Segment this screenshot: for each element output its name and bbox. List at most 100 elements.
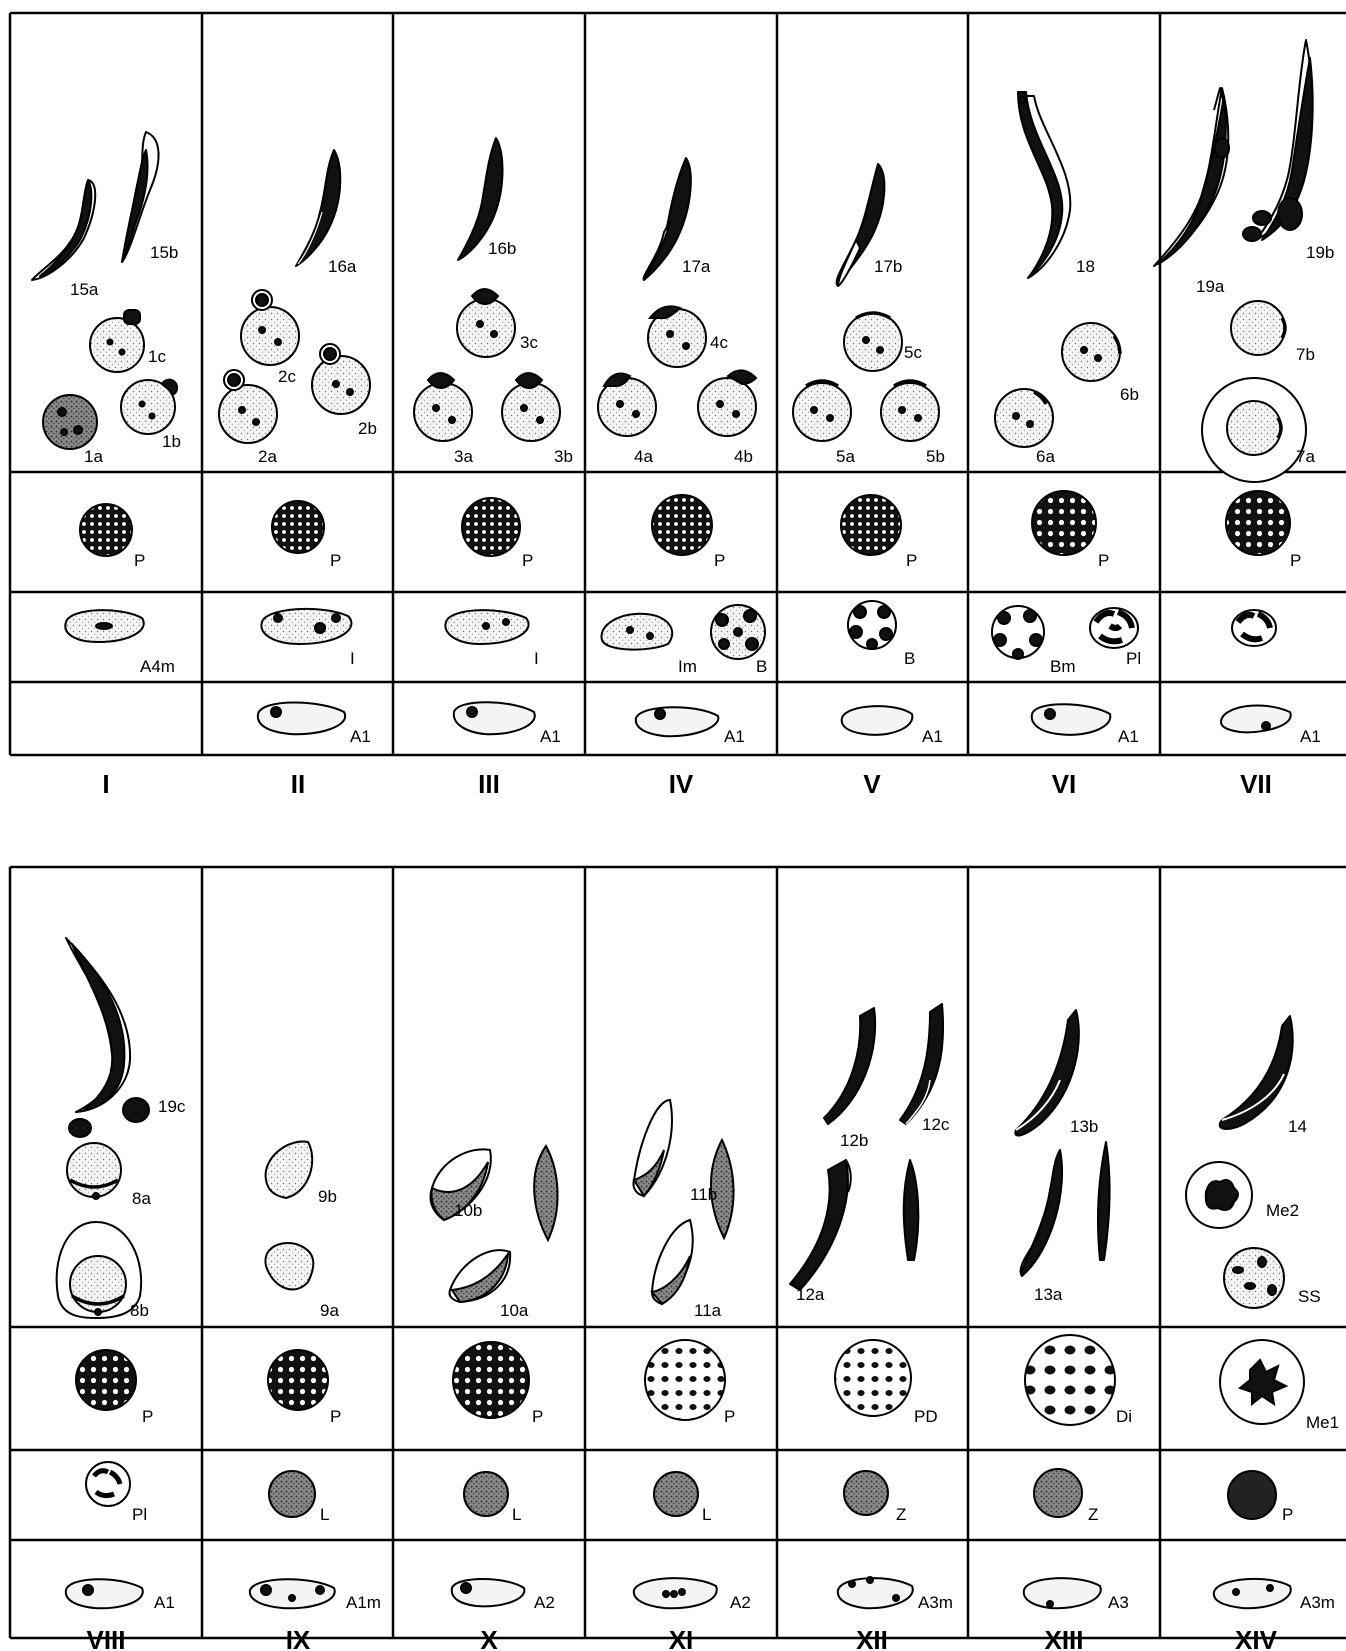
cell-label: SS (1298, 1287, 1321, 1306)
cell-label: 12c (922, 1115, 950, 1134)
spermatogonia-A3m-XIV-icon (1214, 1579, 1291, 1608)
spermatogonia-A1-III-icon (454, 702, 535, 734)
stage-label: XIV (1235, 1625, 1278, 1651)
pachytene-V-icon (841, 495, 901, 555)
cell-label: 16a (328, 257, 357, 276)
cell-label: A3 (1108, 1593, 1129, 1612)
cell-label: 19a (1196, 277, 1225, 296)
cell-label: 18 (1076, 257, 1095, 276)
spermatogonia-A4m-icon (65, 610, 143, 642)
spermatid-12c-icon (900, 1004, 943, 1124)
cell-6b-icon (1062, 323, 1120, 381)
pachytene-I-icon (80, 504, 132, 556)
cell-label: P (142, 1407, 153, 1426)
stage-label: I (102, 769, 109, 799)
top-row3-spermatogonia (65, 601, 1276, 659)
cell-label: P (330, 551, 341, 570)
cell-label: A1 (724, 727, 745, 746)
cell-1a-icon (43, 395, 97, 449)
cell-7a-icon (1202, 378, 1306, 482)
top-stage-numerals: I II III IV V VI VII (102, 769, 1272, 799)
spermatogonia-A1-VI-icon (1032, 704, 1111, 735)
stage-label: VIII (86, 1625, 125, 1651)
cell-label: A2 (534, 1593, 555, 1612)
cell-label: 6b (1120, 385, 1139, 404)
cell-label: A2 (730, 1593, 751, 1612)
cell-label: P (522, 551, 533, 570)
cell-label: 15b (150, 243, 178, 262)
cell-1c-icon (90, 310, 144, 372)
cell-label: 3a (454, 447, 473, 466)
cell-label: Bm (1050, 657, 1076, 676)
cell-10-spindle-icon (534, 1146, 557, 1240)
spermatocyte-Pl-VI-icon (1090, 608, 1138, 648)
spermatid-19b-icon (1243, 40, 1313, 241)
cell-label: Me1 (1306, 1413, 1339, 1432)
cell-label: 15a (70, 280, 99, 299)
pachytene-II-icon (272, 501, 324, 553)
cell-label: 19c (158, 1097, 186, 1116)
cell-6a-icon (995, 389, 1053, 447)
cell-label: 9b (318, 1187, 337, 1206)
cell-7b-icon (1231, 301, 1285, 355)
cell-label: Pl (132, 1505, 147, 1524)
cell-label: A4m (140, 657, 175, 676)
cell-1b-icon (121, 380, 177, 434)
cell-label: 17b (874, 257, 902, 276)
cell-label: P (1282, 1505, 1293, 1524)
spermatogonia-B-IV-icon (711, 605, 765, 659)
cell-label: 7b (1296, 345, 1315, 364)
cell-9a-icon (265, 1243, 313, 1289)
pachytene-XI-icon (645, 1340, 725, 1420)
cell-label: 10a (500, 1301, 529, 1320)
cell-label: 1c (148, 347, 166, 366)
cell-3a-icon (414, 373, 472, 441)
cell-2a-icon (219, 370, 277, 443)
cell-4c-icon (648, 306, 706, 367)
cell-label: 8a (132, 1189, 151, 1208)
cell-label: P (906, 551, 917, 570)
preleptotene-VIII-icon (86, 1462, 130, 1506)
cell-11a-icon (652, 1220, 693, 1304)
cell-label: 4a (634, 447, 653, 466)
stage-label: IX (286, 1625, 311, 1651)
cell-label: 3c (520, 333, 538, 352)
cell-label: P (532, 1407, 543, 1426)
cell-Me2-icon (1186, 1162, 1252, 1228)
stage-label: XIII (1044, 1625, 1083, 1651)
pachytene-PD-XII-icon (835, 1340, 911, 1416)
stage-label: XI (669, 1625, 694, 1651)
cell-label: 7a (1296, 447, 1315, 466)
cell-SS-icon (1224, 1248, 1284, 1308)
spermatid-12b-icon (824, 1008, 875, 1124)
cell-label: Im (678, 657, 697, 676)
stage-label: VII (1240, 769, 1272, 799)
spermatogonia-A2-X-icon (452, 1579, 525, 1606)
stage-label: X (480, 1625, 498, 1651)
leptotene-XI-icon (654, 1472, 698, 1516)
cell-label: 2c (278, 367, 296, 386)
cell-3b-icon (502, 373, 560, 441)
stage-label: IV (669, 769, 694, 799)
leptotene-IX-icon (269, 1471, 315, 1517)
cell-label: A1 (154, 1593, 175, 1612)
cell-label: PD (914, 1407, 938, 1426)
cell-label: A1 (922, 727, 943, 746)
cell-3c-icon (457, 289, 515, 357)
stage-label: II (291, 769, 305, 799)
cell-label: 17a (682, 257, 711, 276)
cell-label: 4c (710, 333, 728, 352)
stage-label: V (863, 769, 881, 799)
cell-label: 5a (836, 447, 855, 466)
cell-label: 9a (320, 1301, 339, 1320)
spermatogonia-A1-V-icon (842, 706, 913, 735)
cell-label: A1 (1300, 727, 1321, 746)
cell-label: Pl (1126, 649, 1141, 668)
leptotene-X-icon (464, 1472, 508, 1516)
cell-label: 12a (796, 1285, 825, 1304)
cell-label: 8b (130, 1301, 149, 1320)
cell-label: P (1098, 551, 1109, 570)
spermatid-12-slender-icon (904, 1160, 919, 1260)
cell-label: I (534, 649, 539, 668)
